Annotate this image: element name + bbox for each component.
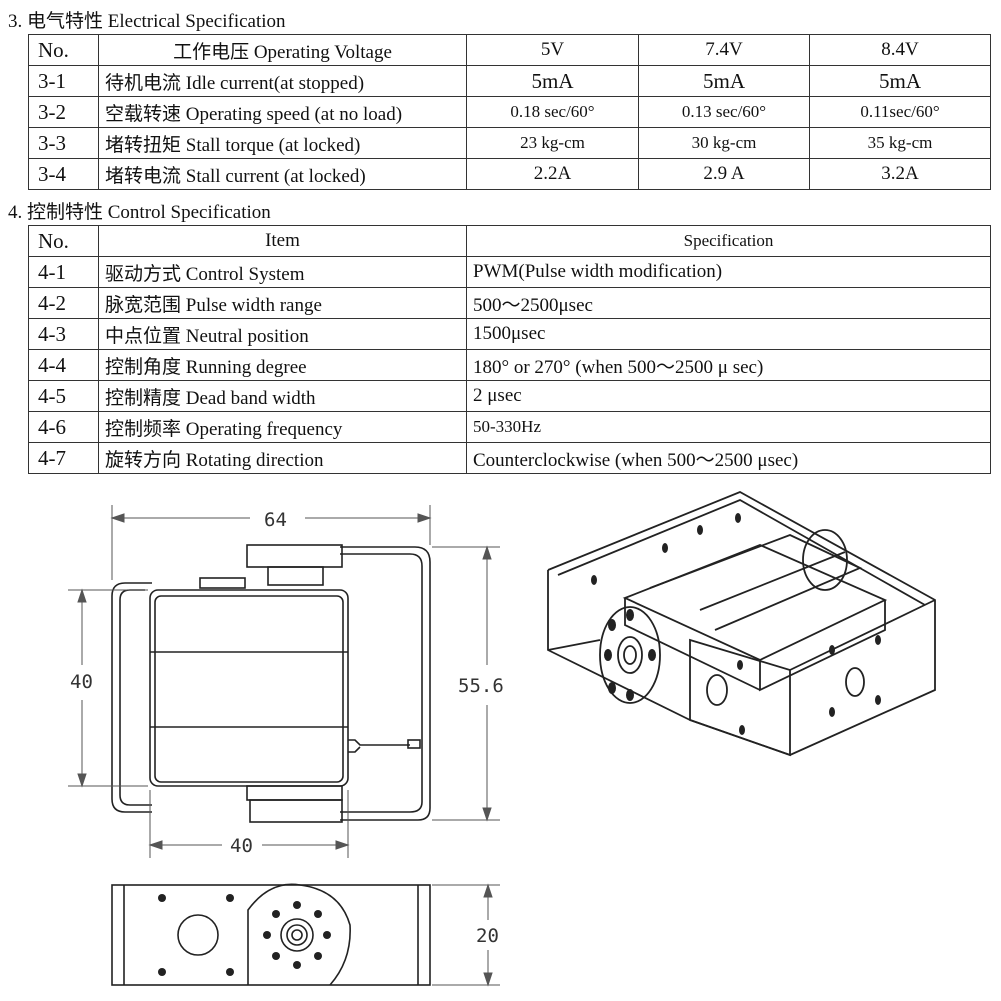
row-no: 4-1 xyxy=(28,256,99,288)
table-row: 4-5 控制精度 Dead band width 2 μsec xyxy=(28,380,991,412)
row-value: 5mA xyxy=(466,65,639,97)
row-no: 4-5 xyxy=(28,380,99,412)
row-value: 35 kg-cm xyxy=(809,127,991,159)
servo-bottom-view-drawing: 20 xyxy=(111,883,500,987)
row-no: 4-7 xyxy=(28,442,99,474)
row-spec: 50-330Hz xyxy=(466,411,991,443)
row-spec: PWM(Pulse width modification) xyxy=(466,256,991,288)
row-spec: 1500μsec xyxy=(466,318,991,350)
header-no: No. xyxy=(28,34,99,66)
servo-front-view-drawing: 64 40 55.6 40 xyxy=(68,505,504,858)
row-no: 3-1 xyxy=(28,65,99,97)
control-spec-table: No. Item Specification 4-1 驱动方式 Control … xyxy=(28,225,991,474)
row-item: 控制角度 Running degree xyxy=(98,349,467,381)
row-spec: 500～2500μsec xyxy=(466,287,991,319)
row-value: 0.11sec/60° xyxy=(809,96,991,128)
table-row: 4-7 旋转方向 Rotating direction Counterclock… xyxy=(28,442,991,474)
row-no: 4-2 xyxy=(28,287,99,319)
header-item: Item xyxy=(98,225,467,257)
row-no: 4-6 xyxy=(28,411,99,443)
header-voltage-3: 8.4V xyxy=(809,34,991,66)
electrical-spec-table: No. 工作电压 Operating Voltage 5V 7.4V 8.4V … xyxy=(28,34,991,190)
row-item: 驱动方式 Control System xyxy=(98,256,467,288)
table-row: 3-4 堵转电流 Stall current (at locked) 2.2A … xyxy=(28,158,991,190)
section-4-title: 4. 控制特性 Control Specification xyxy=(8,202,271,223)
row-value: 2.9 A xyxy=(638,158,810,190)
servo-isometric-view-drawing xyxy=(547,491,936,757)
dimension-height-left: 40 xyxy=(70,671,93,693)
row-no: 4-4 xyxy=(28,349,99,381)
table-header-row: No. 工作电压 Operating Voltage 5V 7.4V 8.4V xyxy=(28,34,991,66)
header-voltage-2: 7.4V xyxy=(638,34,810,66)
dimension-width-top: 64 xyxy=(264,509,287,531)
row-item: 旋转方向 Rotating direction xyxy=(98,442,467,474)
table-row: 3-3 堵转扭矩 Stall torque (at locked) 23 kg-… xyxy=(28,127,991,159)
table-row: 4-1 驱动方式 Control System PWM(Pulse width … xyxy=(28,256,991,288)
row-no: 4-3 xyxy=(28,318,99,350)
row-value: 2.2A xyxy=(466,158,639,190)
row-item: 待机电流 Idle current(at stopped) xyxy=(98,65,467,97)
table-row: 4-6 控制频率 Operating frequency 50-330Hz xyxy=(28,411,991,443)
table-row: 4-2 脉宽范围 Pulse width range 500～2500μsec xyxy=(28,287,991,319)
row-value: 23 kg-cm xyxy=(466,127,639,159)
row-item: 控制频率 Operating frequency xyxy=(98,411,467,443)
row-spec: 180° or 270° (when 500～2500 μ sec) xyxy=(466,349,991,381)
header-voltage-1: 5V xyxy=(466,34,639,66)
row-value: 0.13 sec/60° xyxy=(638,96,810,128)
table-header-row: No. Item Specification xyxy=(28,225,991,257)
row-item: 脉宽范围 Pulse width range xyxy=(98,287,467,319)
row-item: 空载转速 Operating speed (at no load) xyxy=(98,96,467,128)
header-no: No. xyxy=(28,225,99,257)
row-value: 30 kg-cm xyxy=(638,127,810,159)
header-item: 工作电压 Operating Voltage xyxy=(98,34,467,66)
table-row: 4-4 控制角度 Running degree 180° or 270° (wh… xyxy=(28,349,991,381)
row-no: 3-3 xyxy=(28,127,99,159)
row-spec: 2 μsec xyxy=(466,380,991,412)
row-no: 3-4 xyxy=(28,158,99,190)
dimension-depth: 20 xyxy=(476,925,499,947)
table-row: 4-3 中点位置 Neutral position 1500μsec xyxy=(28,318,991,350)
row-value: 0.18 sec/60° xyxy=(466,96,639,128)
section-3-title: 3. 电气特性 Electrical Specification xyxy=(8,11,286,32)
row-item: 中点位置 Neutral position xyxy=(98,318,467,350)
row-spec: Counterclockwise (when 500～2500 μsec) xyxy=(466,442,991,474)
table-row: 3-1 待机电流 Idle current(at stopped) 5mA 5m… xyxy=(28,65,991,97)
dimension-width-bottom: 40 xyxy=(230,835,253,857)
row-item: 控制精度 Dead band width xyxy=(98,380,467,412)
table-row: 3-2 空载转速 Operating speed (at no load) 0.… xyxy=(28,96,991,128)
row-item: 堵转扭矩 Stall torque (at locked) xyxy=(98,127,467,159)
row-value: 3.2A xyxy=(809,158,991,190)
header-specification: Specification xyxy=(466,225,991,257)
row-no: 3-2 xyxy=(28,96,99,128)
row-item: 堵转电流 Stall current (at locked) xyxy=(98,158,467,190)
dimension-height-right: 55.6 xyxy=(458,675,504,697)
row-value: 5mA xyxy=(809,65,991,97)
row-value: 5mA xyxy=(638,65,810,97)
